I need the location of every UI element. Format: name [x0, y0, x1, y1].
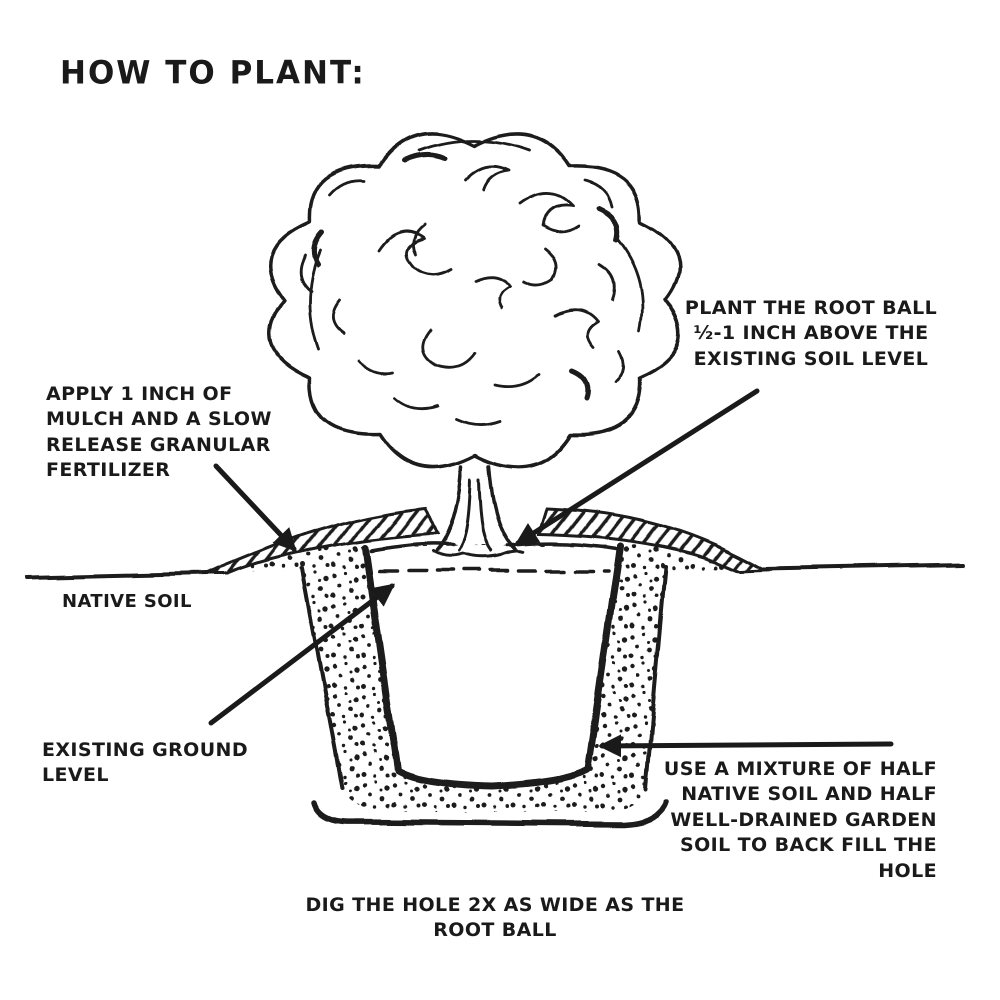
annotation-arrows: [208, 388, 894, 758]
label-apply-mulch: APPLY 1 INCH OF MULCH AND A SLOW RELEASE…: [46, 383, 272, 482]
root-flare: [430, 550, 526, 560]
root-ball-container: [362, 542, 624, 790]
mulch-band-right: [537, 506, 771, 573]
root-ball: [362, 541, 624, 790]
tree-trunk: [430, 464, 526, 560]
ground-line: [26, 563, 964, 580]
ground-line-right: [761, 563, 964, 571]
backfill-arrow: [598, 734, 894, 758]
mulch-layer: [204, 506, 771, 576]
tree-canopy: [268, 131, 682, 469]
label-plant-root-ball: PLANT THE ROOT BALL ½-1 INCH ABOVE THE E…: [684, 297, 938, 370]
page-title: HOW TO PLANT:: [60, 54, 366, 92]
label-dig-hole: DIG THE HOLE 2X AS WIDE AS THE ROOT BALL: [305, 894, 685, 942]
hole-wall-left: [300, 567, 344, 790]
hole-bottom: [311, 798, 670, 827]
label-native-soil: NATIVE SOIL: [62, 591, 192, 612]
mulch-arrow: [213, 463, 297, 552]
canopy-outline: [268, 131, 682, 469]
root-ball-arrow: [514, 388, 760, 546]
ground-line-left: [26, 572, 208, 580]
hole-wall-right: [644, 564, 668, 790]
label-backfill-mixture: USE A MIXTURE OF HALF NATIVE SOIL AND HA…: [663, 758, 937, 882]
ground-level-arrow: [208, 583, 396, 726]
foliage-dark-clumps: [311, 152, 620, 401]
planting-hole-outline: [300, 564, 670, 827]
label-existing-ground-level: EXISTING GROUND LEVEL: [42, 739, 249, 787]
mulch-band-left: [204, 506, 440, 576]
